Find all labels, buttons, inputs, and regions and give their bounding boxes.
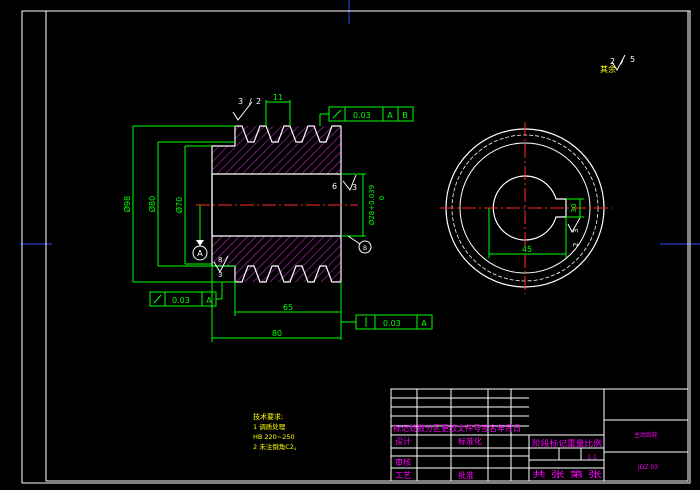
technical-notes: 技术要求: 1 调质处理 HB 220~250 2 未注倒角C2。 bbox=[253, 412, 300, 451]
title-block-stage: 阶段标记重量比例 bbox=[532, 438, 602, 448]
tolerance-bottom-ref: A bbox=[421, 319, 427, 328]
svg-text:B: B bbox=[363, 245, 367, 252]
lower-section-hatch bbox=[212, 236, 341, 282]
svg-text:5: 5 bbox=[630, 55, 635, 64]
svg-text:3: 3 bbox=[352, 183, 357, 192]
svg-text:技术要求:: 技术要求: bbox=[253, 412, 283, 421]
tolerance-frame-bottom bbox=[341, 314, 433, 330]
end-view bbox=[440, 122, 612, 294]
datum-b-marker: B bbox=[347, 235, 372, 254]
title-block-row1: 标记处数分区更改文件号签名年月日 bbox=[393, 423, 521, 433]
tolerance-left-value: 0.03 bbox=[172, 296, 190, 305]
svg-text:A: A bbox=[197, 249, 203, 258]
roughness-keyway: 3 2 bbox=[567, 217, 581, 247]
svg-text:8: 8 bbox=[218, 256, 222, 264]
dim-d-hub: Ø70 bbox=[174, 197, 184, 213]
svg-text:3: 3 bbox=[218, 271, 222, 279]
section-view bbox=[196, 125, 358, 283]
dim-tooth-width: 11 bbox=[273, 93, 283, 102]
dim-len-80: 80 bbox=[272, 329, 282, 338]
title-block-approve: 批准 bbox=[458, 470, 474, 480]
dim-key-width: 45 bbox=[522, 245, 532, 254]
dim-bore: Ø28+0.039 bbox=[368, 185, 376, 225]
roughness-bottom: 8 3 bbox=[213, 255, 229, 279]
upper-section-hatch bbox=[212, 126, 341, 174]
svg-text:3: 3 bbox=[238, 97, 243, 106]
svg-text:1 调质处理: 1 调质处理 bbox=[253, 422, 286, 431]
tolerance-top-ref2: B bbox=[402, 111, 408, 120]
dim-len-65: 65 bbox=[283, 303, 293, 312]
tolerance-bottom-value: 0.03 bbox=[383, 319, 401, 328]
section-outline bbox=[211, 126, 342, 282]
title-block-part-name: 主动齿轮 bbox=[634, 431, 658, 439]
bore-with-keyway bbox=[492, 175, 567, 241]
title-block-process: 工艺 bbox=[395, 471, 411, 480]
end-view-dimensions bbox=[488, 198, 584, 258]
tolerance-left-ref: A bbox=[206, 296, 212, 305]
tolerance-frame-left bbox=[149, 282, 223, 307]
dim-d-outer: Ø98 bbox=[122, 196, 132, 212]
svg-text:3: 3 bbox=[572, 229, 580, 233]
svg-text:6: 6 bbox=[332, 182, 337, 191]
svg-text:2: 2 bbox=[256, 97, 261, 106]
title-block-sheets: 共 张 第 张 bbox=[532, 469, 602, 479]
dim-key-depth: 30 bbox=[570, 204, 578, 213]
svg-text:2 未注倒角C2。: 2 未注倒角C2。 bbox=[253, 442, 300, 451]
dim-d-root: Ø80 bbox=[147, 196, 157, 212]
corner-roughness: 2 / 5 其余 bbox=[600, 54, 635, 74]
title-block-scale: 1:1 bbox=[587, 454, 597, 461]
title-block-standard: 标准化 bbox=[458, 436, 482, 446]
top-teeth-outline bbox=[234, 125, 341, 146]
tolerance-top-ref1: A bbox=[387, 111, 393, 120]
bottom-teeth-outline bbox=[234, 265, 341, 283]
svg-text:其余: 其余 bbox=[600, 64, 616, 74]
title-block bbox=[390, 388, 689, 482]
title-block-code: JDZ 03 bbox=[637, 464, 658, 471]
title-block-review: 审核 bbox=[395, 457, 411, 467]
svg-text:/: / bbox=[621, 57, 624, 66]
tolerance-top-value: 0.03 bbox=[353, 111, 371, 120]
roughness-side: 6 3 bbox=[332, 174, 357, 192]
svg-text:2: 2 bbox=[610, 57, 615, 66]
drawing-frame bbox=[21, 10, 691, 484]
title-block-text: 主动齿轮 标记处数分区更改文件号签名年月日 设计 标准化 阶段标记重量比例 1:… bbox=[393, 423, 658, 480]
datum-a-marker: A bbox=[192, 240, 208, 261]
svg-text:HB 220~250: HB 220~250 bbox=[253, 433, 295, 441]
tolerance-frame-top bbox=[319, 106, 414, 126]
svg-text:2: 2 bbox=[572, 243, 580, 247]
roughness-top: 3 / 2 bbox=[232, 97, 261, 121]
viewport-axes bbox=[20, 0, 700, 245]
svg-text:/: / bbox=[249, 97, 252, 106]
title-block-design: 设计 bbox=[395, 436, 411, 446]
section-dimensions bbox=[132, 100, 366, 342]
dim-bore-zero: 0 bbox=[378, 196, 386, 200]
